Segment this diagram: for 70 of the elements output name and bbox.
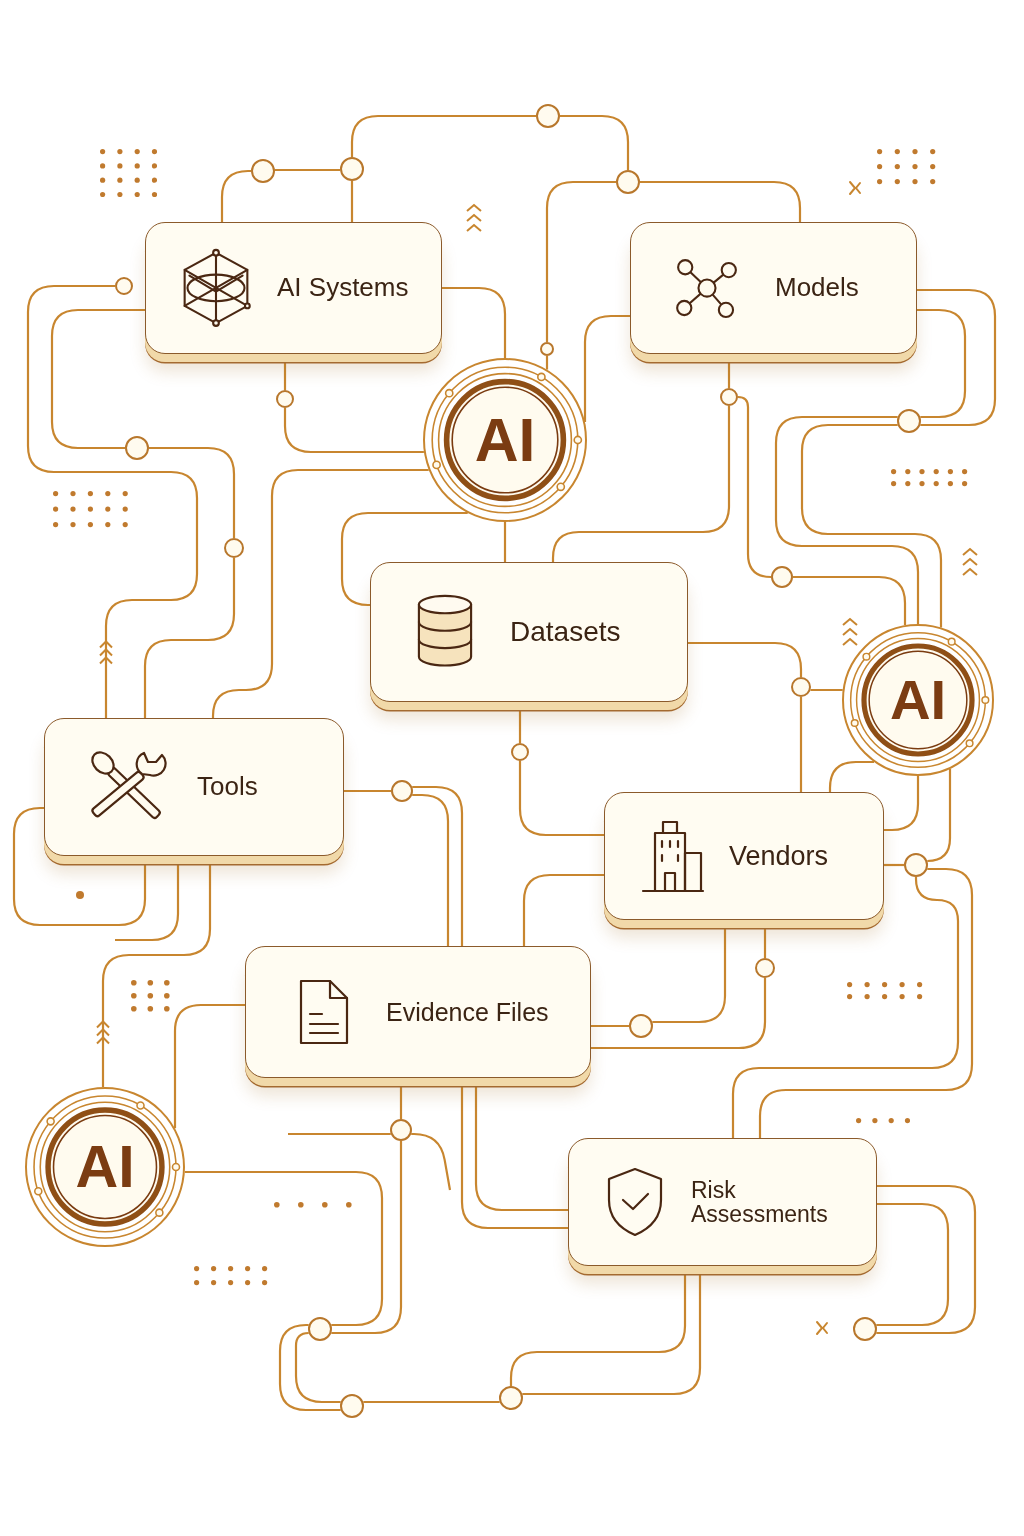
circuit-trace [640, 180, 802, 222]
circuit-trace [503, 520, 507, 562]
circuit-trace [518, 761, 604, 837]
circuit-trace [399, 1085, 403, 1119]
circuit-trace [518, 709, 522, 743]
circuit-trace [149, 446, 236, 538]
circuit-trace [283, 408, 424, 454]
circuit-trace [522, 1275, 702, 1396]
node-label: Risk Assessments [691, 1177, 829, 1227]
circuit-trace [774, 415, 920, 624]
circuit-trace [220, 169, 251, 222]
circuit-trace [727, 361, 731, 389]
trace-with-chevrons [96, 865, 212, 1087]
circuit-trace [283, 363, 287, 392]
node-label: Datasets [510, 617, 621, 647]
trace-with-chevrons [26, 284, 199, 718]
circuit-trace [876, 1184, 977, 1335]
circuit-trace [731, 876, 960, 1138]
circuit-trace [363, 1400, 501, 1404]
circuit-trace [917, 308, 967, 419]
node-label: Evidence Files [386, 998, 549, 1026]
circuit-trace [522, 873, 604, 946]
circuit-trace [917, 288, 997, 427]
circuit-trace [442, 286, 507, 358]
circuit-trace [799, 697, 803, 792]
circuit-trace [876, 1202, 950, 1327]
circuit-trace [412, 793, 450, 946]
circuit-trace [115, 865, 180, 942]
hub-label: AI [75, 1137, 135, 1197]
circuit-trace [763, 927, 767, 958]
circuit-trace [184, 1170, 384, 1327]
circuit-trace [793, 575, 907, 626]
circuit-trace [344, 789, 393, 793]
circuit-trace [591, 978, 767, 1050]
circuit-trace [460, 1087, 568, 1230]
circuit-trace [143, 558, 236, 718]
circuit-trace [12, 806, 147, 927]
circuit-trace [652, 929, 727, 1024]
hub-label: AI [889, 671, 947, 729]
circuit-trace [545, 180, 616, 342]
circuit-trace [688, 641, 803, 677]
circuit-trace [560, 114, 630, 170]
circuit-trace [411, 1132, 452, 1191]
circuit-trace [340, 511, 468, 607]
circuit-trace [331, 1141, 403, 1335]
node-label: AI Systems [277, 274, 409, 302]
node-label: Models [775, 274, 859, 302]
circuit-trace [211, 468, 429, 719]
circuit-trace [294, 1331, 341, 1404]
node-label: Vendors [729, 841, 829, 871]
circuit-trace [509, 1275, 687, 1386]
circuit-trace [275, 168, 340, 172]
circuit-trace [551, 406, 731, 562]
circuit-trace [288, 1132, 391, 1136]
circuit-trace [350, 114, 536, 157]
circuit-trace [884, 776, 920, 832]
node-label: Tools [197, 773, 258, 801]
circuit-trace [758, 867, 974, 1138]
circuit-trace [412, 785, 464, 946]
circuit-trace [828, 760, 874, 792]
circuit-trace [810, 688, 844, 692]
circuit-trace [589, 1024, 631, 1028]
hub-label: AI [474, 409, 536, 471]
circuit-trace [474, 1087, 568, 1212]
circuit-trace [884, 863, 906, 867]
circuit-trace [50, 308, 145, 450]
circuit-trace [583, 314, 630, 422]
circuit-trace [350, 179, 354, 222]
circuit-trace [173, 1003, 245, 1129]
circuit-trace [278, 1323, 341, 1412]
